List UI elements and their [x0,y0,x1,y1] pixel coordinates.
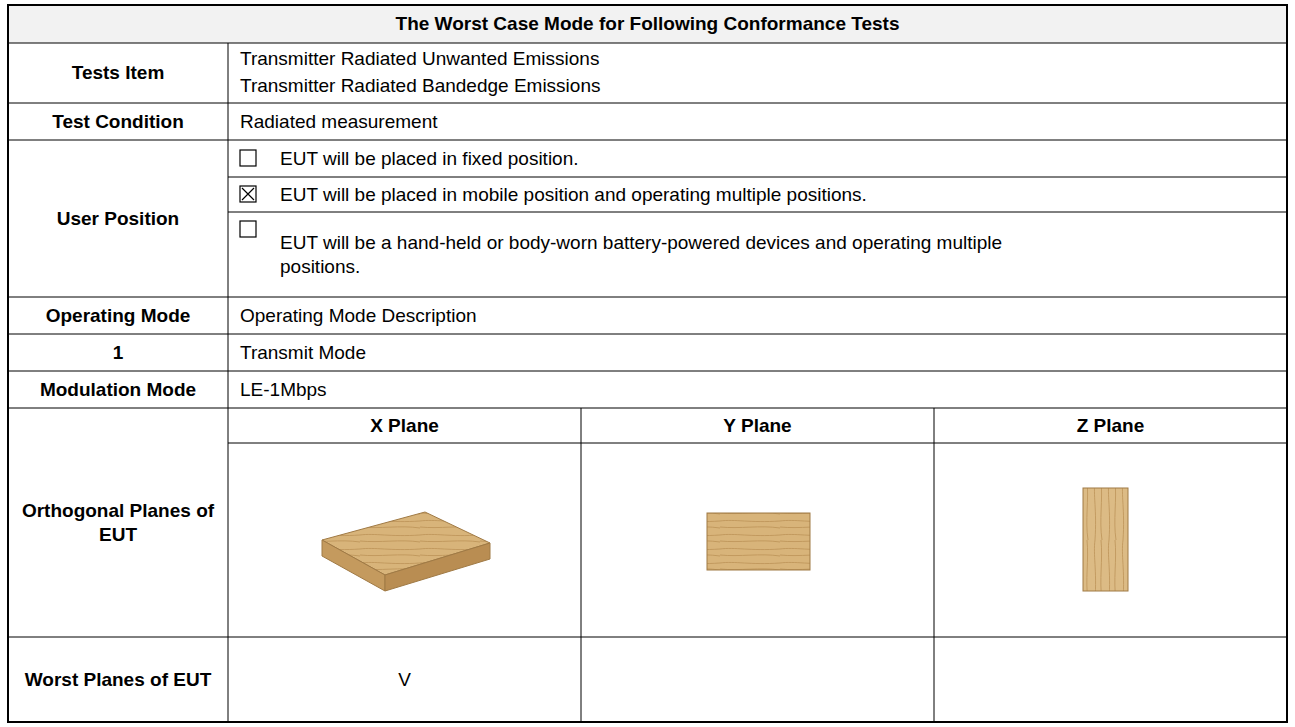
table-cell: Modulation Mode [8,371,228,408]
grid-line [8,408,1287,409]
table-cell: Orthogonal Planes of EUT [8,408,228,637]
row-heading: Y Plane [723,414,791,438]
table-cell: Operating Mode [8,297,228,334]
table-cell: Transmitter Radiated Bandedge Emissions [228,73,1287,99]
x-plane-slab [322,512,490,591]
row-heading: User Position [57,207,179,231]
table-cell: User Position [8,140,228,297]
row-heading: Test Condition [52,110,184,134]
table-cell: 1 [8,334,228,371]
cell-text: Operating Mode Description [240,304,477,328]
cell-text: Transmitter Radiated Bandedge Emissions [240,74,600,98]
cell-text: Transmitter Radiated Unwanted Emissions [240,47,599,71]
cell-text: EUT will be a hand-held or body-worn bat… [280,231,1015,279]
grid-line [8,43,1287,44]
grid-line [8,371,1287,372]
row-heading: X Plane [370,414,439,438]
row-heading: 1 [113,341,124,365]
table-cell: Y Plane [581,408,934,443]
checkbox-mark [242,188,254,200]
row-heading: Tests Item [72,61,165,85]
grid-line [8,297,1287,298]
table-cell: EUT will be placed in mobile position an… [276,177,1287,212]
table-cell: Z Plane [934,408,1287,443]
table-cell: Tests Item [8,43,228,103]
table-cell: Radiated measurement [228,103,1287,140]
row-heading: Modulation Mode [40,378,196,402]
cell-text: Radiated measurement [240,110,438,134]
header-text: The Worst Case Mode for Following Confor… [396,12,900,36]
z-plane-slab [1083,488,1128,591]
grid-line [8,140,1287,141]
table-border [8,5,1287,722]
table-cell: Test Condition [8,103,228,140]
table-cell: X Plane [228,408,581,443]
cell-text: EUT will be placed in mobile position an… [280,183,867,207]
cell-text: LE-1Mbps [240,378,327,402]
table-cell: Operating Mode Description [228,297,1287,334]
row-heading: Orthogonal Planes of EUT [18,499,218,547]
grid-line [8,637,1287,638]
checkbox [240,186,256,202]
table-cell: LE-1Mbps [228,371,1287,408]
table-grid [8,5,1287,722]
grid-line [934,408,935,722]
row-heading: Worst Planes of EUT [25,668,212,692]
row-heading: Operating Mode [46,304,191,328]
table-cell: Transmit Mode [228,334,1287,371]
grid-line [228,177,1287,178]
grid-line [228,43,229,722]
header-fill [8,5,1287,43]
checkboxes [240,150,256,237]
checkbox [240,221,256,237]
table-cell: Worst Planes of EUT [8,637,228,722]
table-cell: V [228,637,581,722]
grid-line [8,103,1287,104]
table-header: The Worst Case Mode for Following Confor… [8,5,1287,43]
checkbox [240,150,256,166]
cell-text: EUT will be placed in fixed position. [280,147,579,171]
cell-text: V [398,668,411,692]
grid-line [228,443,1287,444]
table-cell: EUT will be placed in fixed position. [276,140,1287,177]
grid-line [228,212,1287,213]
cell-text: Transmit Mode [240,341,366,365]
table-cell: Transmitter Radiated Unwanted Emissions [228,46,1287,72]
row-heading: Z Plane [1077,414,1145,438]
grid-line [8,334,1287,335]
table-cell: EUT will be a hand-held or body-worn bat… [276,214,1036,295]
y-plane-slab [707,513,810,570]
grid-line [581,408,582,722]
